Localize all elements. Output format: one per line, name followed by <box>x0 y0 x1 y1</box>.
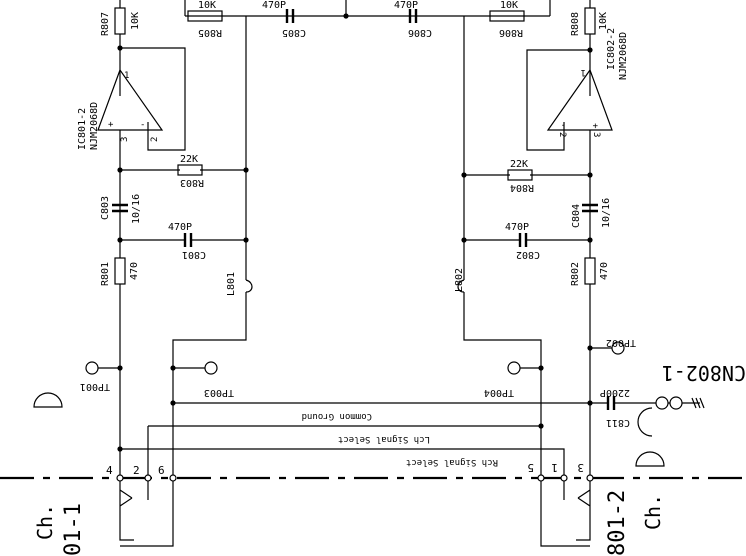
c804-ref: C804 <box>571 204 582 228</box>
resistor-r805: 10K R805 <box>187 0 223 38</box>
c803-ref: C803 <box>100 196 111 220</box>
r806-ref: R806 <box>499 27 523 38</box>
r806-value: 10K <box>500 0 518 11</box>
pin-6-label: 6 <box>158 464 165 477</box>
c803-value: 10/16 <box>131 194 142 224</box>
c806-ref: C806 <box>408 27 432 38</box>
tp001-label: TP001 <box>80 381 110 392</box>
l802-ref: L802 <box>454 268 465 292</box>
ic801-ref: IC801-2 <box>77 108 88 150</box>
connector-pins-left: 4 2 6 <box>106 464 177 547</box>
capacitor-c801: 470P C801 <box>168 222 206 260</box>
connector-cn802: CN802-1 <box>655 361 746 410</box>
ic801-part: NJM2068D <box>89 102 100 150</box>
net-label-rch-select: Rch Signal Select <box>406 457 498 467</box>
shield-symbol-right <box>637 407 653 437</box>
r808-ref: R808 <box>570 12 581 36</box>
capacitor-c811: 2200P C811 <box>600 387 630 428</box>
resistor-r807: R807 10K <box>100 7 141 36</box>
ic802-minus: - <box>561 120 566 130</box>
c802-ref: C802 <box>516 249 540 260</box>
pin-2-label: 2 <box>133 464 140 477</box>
board-tag-right: 801-2 <box>605 490 630 556</box>
pin-1-label: 1 <box>551 461 558 474</box>
capacitor-c802: 470P C802 <box>505 222 540 260</box>
ic801-minus: - <box>140 120 145 130</box>
resistor-r806: 10K R806 <box>489 0 525 38</box>
r803-ref: R803 <box>180 177 204 188</box>
shield-symbol-mid <box>635 451 665 467</box>
r801-ref: R801 <box>100 262 111 286</box>
tp004-label: TP004 <box>484 387 514 398</box>
connector-pins-right: 5 1 3 <box>527 461 594 547</box>
resistor-r804: 22K R804 <box>507 159 534 193</box>
net-label-common-ground: Common Ground <box>302 411 372 421</box>
c805-value: 470P <box>262 0 286 11</box>
board-tag-left: 01-1 <box>61 503 86 556</box>
c801-value: 470P <box>168 222 192 233</box>
ic802-pin-out: 1 <box>581 67 586 77</box>
pin-3-label: 3 <box>577 461 584 474</box>
c805-ref: C805 <box>282 27 306 38</box>
wires <box>98 0 705 476</box>
ic802-plus: + <box>592 120 598 130</box>
test-point-tp004: TP004 <box>484 361 521 398</box>
capacitor-c805: 470P C805 <box>262 0 306 38</box>
opamp-ic801: 1 + - 3 2 IC801-2 NJM2068D <box>77 68 164 150</box>
r801-value: 470 <box>129 262 140 280</box>
c811-ref: C811 <box>606 417 630 428</box>
cn802-label: CN802-1 <box>662 361 746 385</box>
resistor-r801: R801 470 <box>100 257 140 286</box>
capacitor-c806: 470P C806 <box>394 0 432 38</box>
capacitor-c803: C803 10/16 <box>100 194 142 224</box>
inductor-l802: L802 <box>454 268 465 293</box>
c806-value: 470P <box>394 0 418 11</box>
channel-label-left: Ch. <box>33 504 57 540</box>
l801-ref: L801 <box>226 272 237 296</box>
ic801-plus: + <box>108 120 114 130</box>
c804-value: 10/16 <box>601 198 612 228</box>
r807-ref: R807 <box>100 12 111 36</box>
c802-value: 470P <box>505 222 529 233</box>
r805-ref: R805 <box>198 27 222 38</box>
shield-symbol-left <box>33 392 63 408</box>
r805-value: 10K <box>198 0 216 11</box>
test-point-tp003: TP003 <box>204 361 234 398</box>
test-point-tp002: TP002 <box>606 337 636 355</box>
pin-4-label: 4 <box>106 464 113 477</box>
r807-value: 10K <box>130 12 141 30</box>
r803-value: 22K <box>180 154 198 165</box>
inductor-l801: L801 <box>226 272 253 296</box>
test-point-tp001: TP001 <box>80 361 110 392</box>
r804-ref: R804 <box>510 182 534 193</box>
opamp-ic802: 1 + - 3 2 IC802-2 NJM2068D <box>546 28 629 137</box>
ic802-pin-noninv: 3 <box>591 132 601 137</box>
ic802-ref: IC802-2 <box>606 28 617 70</box>
resistor-r808: R808 10K <box>570 7 609 36</box>
c811-value: 2200P <box>600 387 630 398</box>
r802-ref: R802 <box>570 262 581 286</box>
r802-value: 470 <box>599 262 610 280</box>
channel-label-right: Ch. <box>641 494 665 530</box>
ic802-pin-inv: 2 <box>557 132 567 137</box>
ic801-pin-inv: 2 <box>150 137 160 142</box>
r808-value: 10K <box>598 12 609 30</box>
tp002-label: TP002 <box>606 337 636 348</box>
tp003-label: TP003 <box>204 387 234 398</box>
net-label-lch-select: Lch Signal Select <box>338 434 430 444</box>
pin-5-label: 5 <box>527 461 534 474</box>
c801-ref: C801 <box>182 249 206 260</box>
junction-dots <box>117 13 593 452</box>
r804-value: 22K <box>510 159 528 170</box>
resistor-r803: 22K R803 <box>177 154 204 188</box>
ic801-pin-noninv: 3 <box>120 137 130 142</box>
ic802-part: NJM2068D <box>618 32 629 80</box>
resistor-r802: R802 470 <box>570 257 610 286</box>
ic801-pin-out: 1 <box>124 71 129 81</box>
capacitor-c804: C804 10/16 <box>571 198 612 228</box>
